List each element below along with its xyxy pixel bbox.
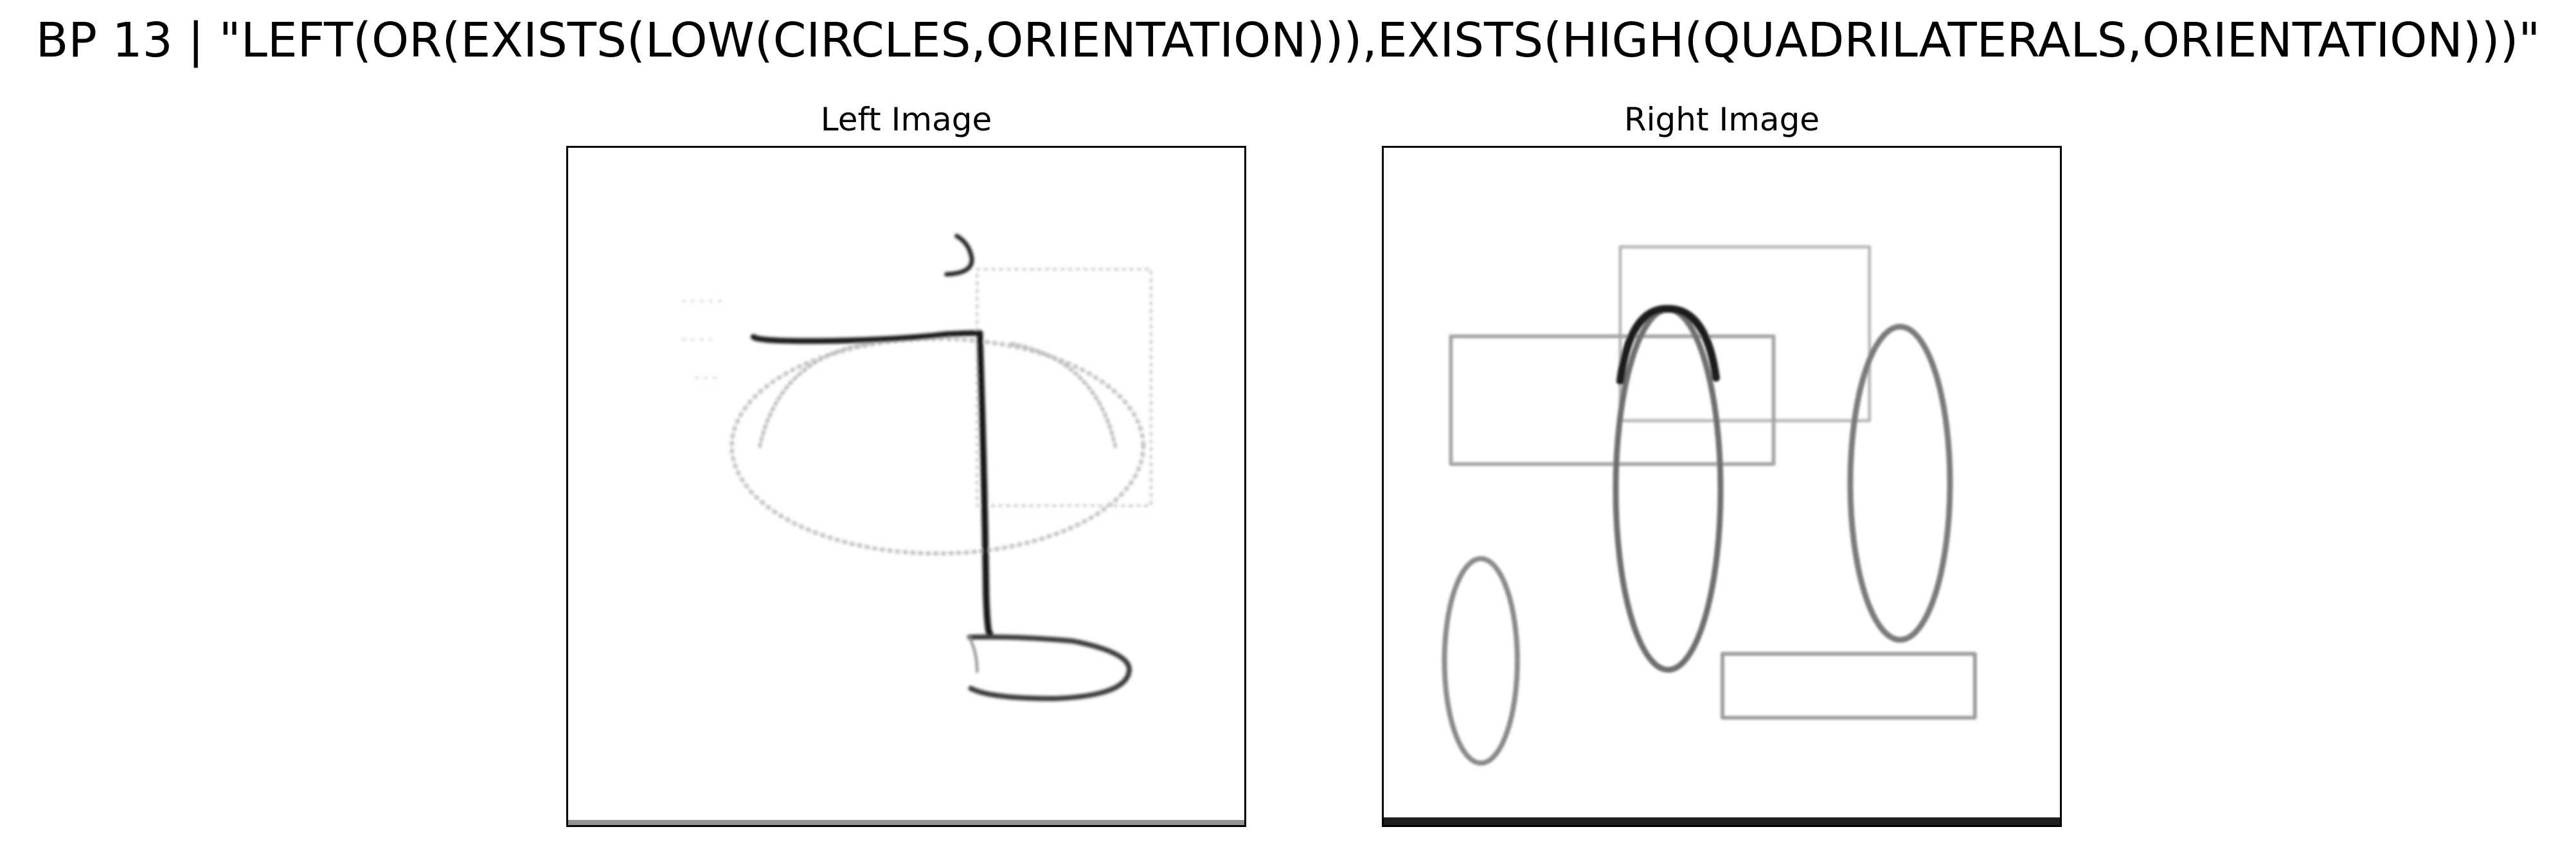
dark-stroke-bar — [750, 330, 983, 344]
small-ellipse — [1442, 556, 1520, 766]
right-image-title: Right Image — [1623, 101, 1820, 138]
faint-ellipse — [729, 336, 1146, 556]
center-ellipse — [1613, 307, 1724, 673]
top-rectangle — [1618, 245, 1872, 423]
left-image-panel — [566, 146, 1246, 827]
figure-title: BP 13 | "LEFT(OR(EXISTS(LOW(CIRCLES,ORIE… — [35, 13, 2541, 68]
bottom-loop — [967, 634, 1132, 702]
right-ellipse — [1847, 323, 1953, 643]
dark-stroke-hook — [944, 233, 974, 277]
right-image-drawing — [1384, 245, 2060, 825]
right-image-panel — [1382, 146, 2062, 827]
bottom-rectangle — [1721, 652, 1977, 720]
dark-stroke-stem — [976, 330, 994, 637]
left-image-drawing — [568, 233, 1244, 825]
left-image-title: Left Image — [820, 101, 992, 138]
faint-rectangle — [976, 267, 1152, 507]
left-rectangle — [1449, 334, 1776, 467]
